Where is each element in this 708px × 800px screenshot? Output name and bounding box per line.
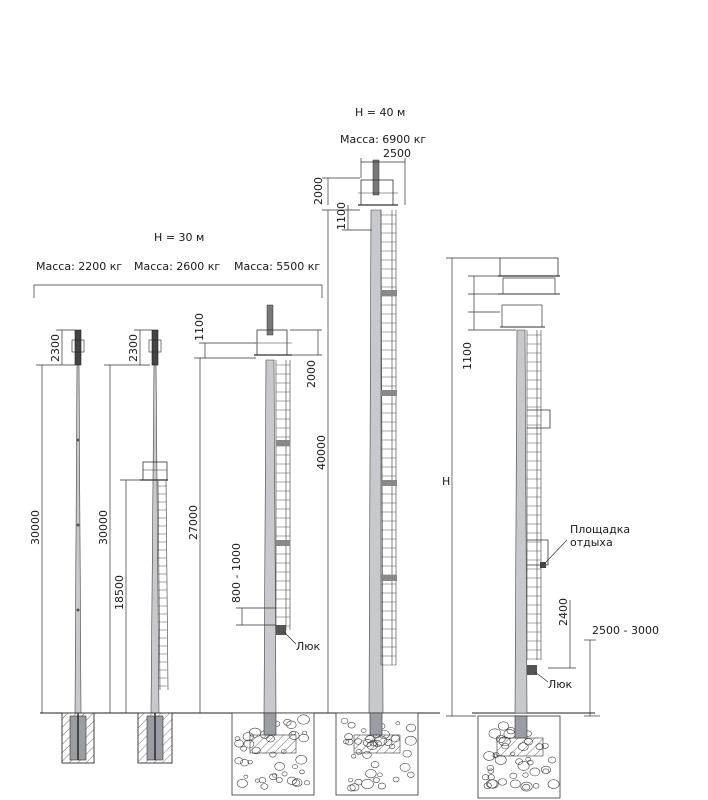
mast-3 <box>254 304 292 714</box>
mast-3-top2-label: 2000 <box>305 360 318 388</box>
mast-5-height-label: H <box>442 475 450 488</box>
rest-platform-label-1: Площадка <box>570 523 630 536</box>
mast-2-top-label: 2300 <box>127 334 140 362</box>
mast-5-rest-label: 2400 <box>557 598 570 626</box>
mast-1 <box>71 329 85 714</box>
mast-5-top-label: 1100 <box>461 342 474 370</box>
group-40-title: H = 40 м <box>355 106 405 119</box>
mast-1-foundation <box>61 712 95 764</box>
mast-3-dims: 27000 1100 2000 800 - 1000 Люк <box>187 313 322 713</box>
mast-1-top-label: 2300 <box>49 334 62 362</box>
mast-5 <box>498 257 560 714</box>
mast-5-hatch-height-label: 2500 - 3000 <box>592 624 659 637</box>
mast-2-platform-label: 18500 <box>113 575 126 610</box>
mast-4-mass: Масса: 6900 кг <box>340 133 426 146</box>
mast-5-dims: H 1100 2400 2500 - 3000 Площадка отдыха … <box>442 257 659 717</box>
mast-3-mass: Масса: 5500 кг <box>234 260 320 273</box>
mast-4 <box>358 159 398 714</box>
mast-1-height-label: 30000 <box>29 510 42 545</box>
mast-2-mass: Масса: 2600 кг <box>134 260 220 273</box>
rest-platform-label-2: отдыха <box>570 536 613 549</box>
mast-2-height-label: 30000 <box>97 510 110 545</box>
mast-4-height-label: 40000 <box>315 435 328 470</box>
mast-4-foundation <box>335 712 419 796</box>
mast-3-step-label: 800 - 1000 <box>230 543 243 603</box>
mast-3-top1-label: 1100 <box>193 313 206 341</box>
mast-5-foundation <box>477 715 561 799</box>
mast-1-mass: Масса: 2200 кг <box>36 260 122 273</box>
mast-4-top2-label: 1100 <box>335 202 348 230</box>
mast-1-dims: 30000 2300 <box>29 329 75 713</box>
group-30-bracket <box>33 284 323 298</box>
mast-3-foundation <box>231 712 315 796</box>
mast-4-top1-label: 2000 <box>312 177 325 205</box>
mast-2-dims: 30000 18500 2300 <box>97 329 152 713</box>
mast-2 <box>140 329 169 714</box>
mast-4-dims: 40000 2000 1100 2500 <box>312 147 411 713</box>
group-30-title: H = 30 м <box>154 231 204 244</box>
mast-4-width-label: 2500 <box>383 147 411 160</box>
mast-2-foundation <box>137 712 173 764</box>
mast-5-hatch-label: Люк <box>548 678 573 691</box>
mast-3-hatch-label: Люк <box>296 640 321 653</box>
mast-3-height-label: 27000 <box>187 505 200 540</box>
